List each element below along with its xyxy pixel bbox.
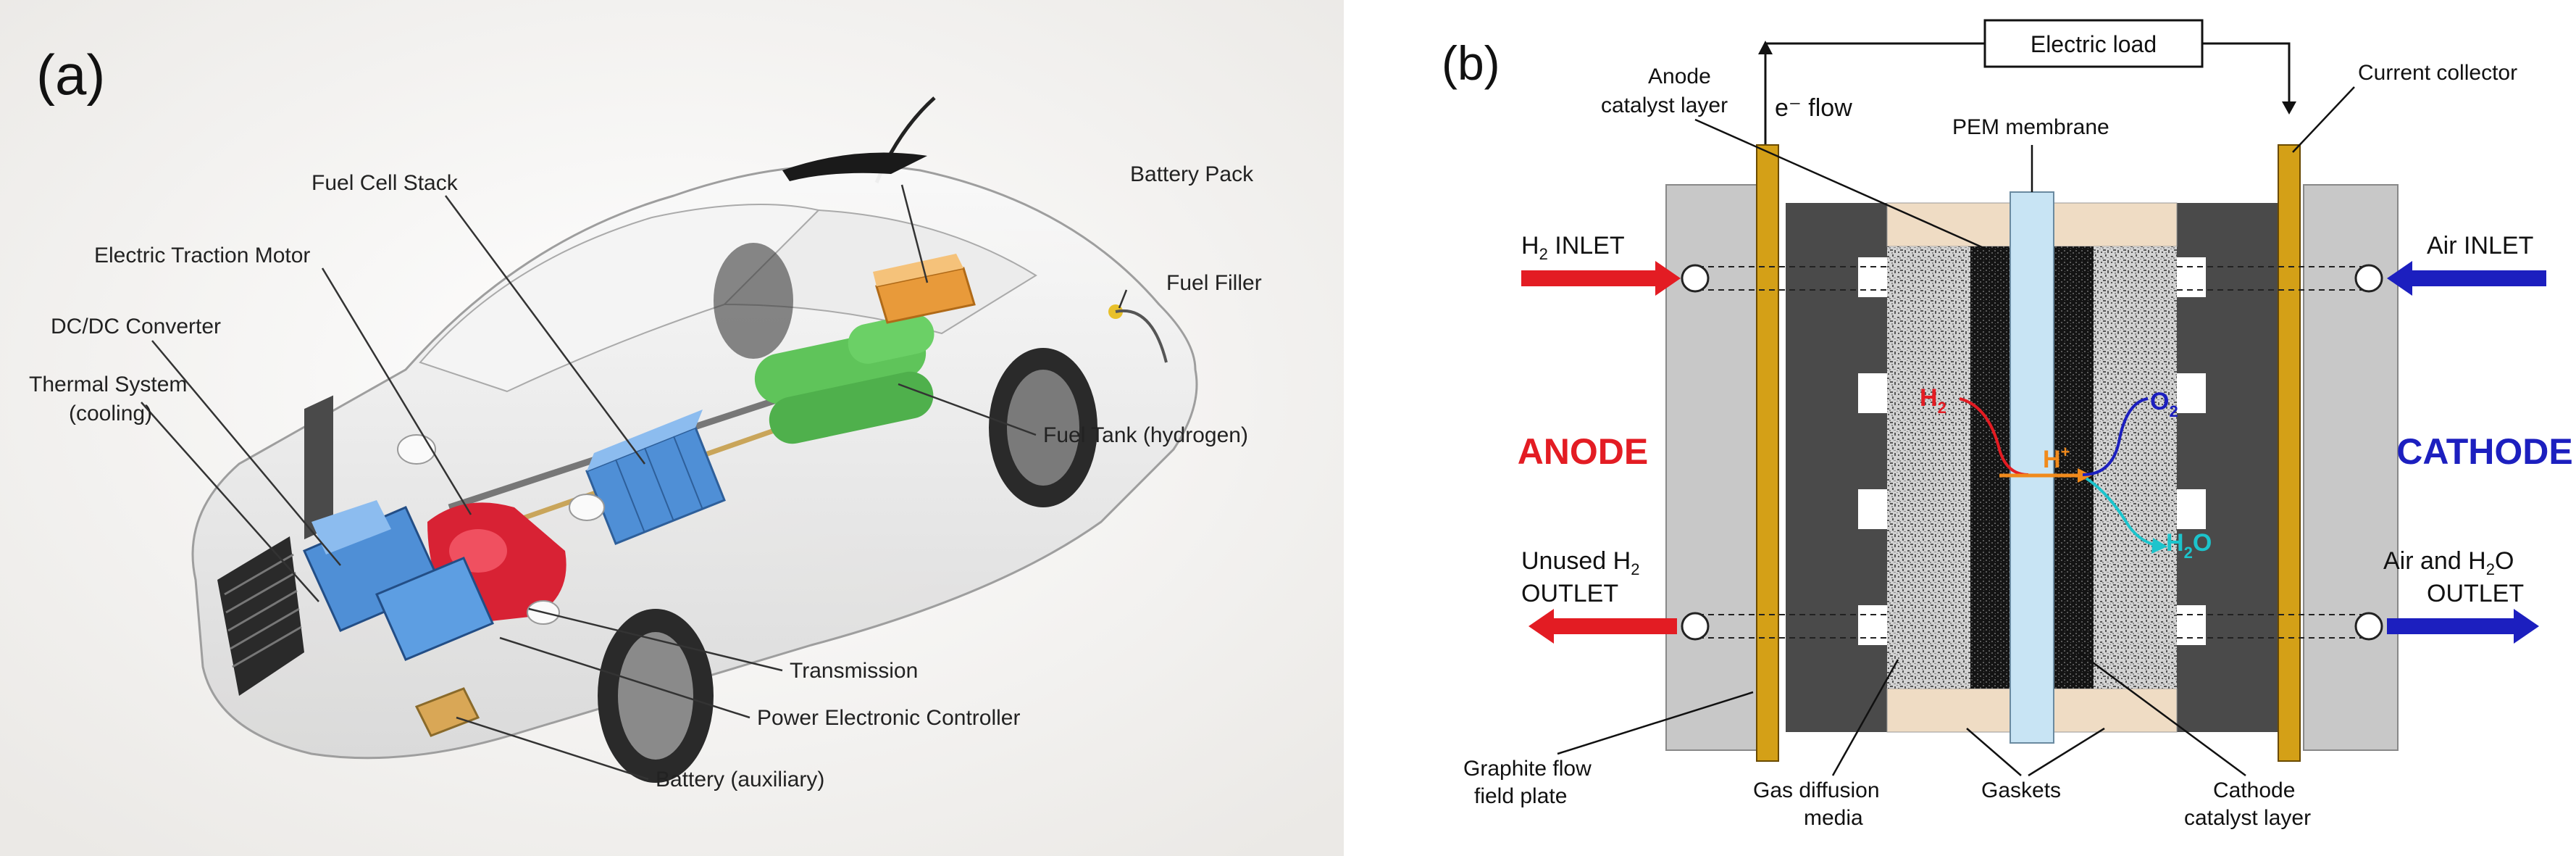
h2-inlet-label: H2 INLET <box>1521 232 1625 263</box>
unused-h2-label: Unused H2 <box>1521 547 1639 578</box>
air-inlet-label: Air INLET <box>2427 232 2533 259</box>
species-h-plus: H+ <box>2043 443 2070 473</box>
graphite-plate-label-2: field plate <box>1474 784 1567 808</box>
label-thermal-system-sub: (cooling) <box>69 402 152 425</box>
air-inlet-arrow <box>2387 261 2546 296</box>
gasket-cathode-bottom <box>2046 688 2178 733</box>
pem-membrane-label: PEM membrane <box>1952 115 2109 139</box>
gasket-anode-top <box>1886 202 2018 247</box>
graphite-plate-label-1: Graphite flow <box>1463 757 1592 781</box>
species-o2: O2 <box>2150 388 2178 420</box>
outlet-left-label: OUTLET <box>1521 580 1618 607</box>
traction-battery-graphic <box>303 500 494 661</box>
cathode-catalyst-label-2: catalyst layer <box>2184 806 2311 830</box>
panel-b-leader-lines <box>1557 86 2355 777</box>
battery-pack-graphic <box>873 254 976 324</box>
label-battery-pack: Battery Pack <box>1130 162 1254 186</box>
aux-battery-graphic <box>414 687 480 737</box>
label-fuel-tank: Fuel Tank (hydrogen) <box>1043 423 1248 447</box>
electric-load-box <box>1983 19 2204 68</box>
gas-diffusion-label-2: media <box>1804 806 1863 830</box>
end-plate-right <box>2303 184 2399 751</box>
label-battery-auxiliary: Battery (auxiliary) <box>656 768 824 791</box>
end-plate-left <box>1665 184 1761 751</box>
electric-load-label: Electric load <box>2031 31 2157 57</box>
gasket-anode-bottom <box>1886 688 2018 733</box>
panel-a-label: (a) <box>36 43 105 107</box>
anode-catalyst-label-2: catalyst layer <box>1601 94 1728 117</box>
h2-path <box>1959 397 2029 476</box>
pem-membrane <box>2010 191 2054 744</box>
e-flow-label: e⁻ flow <box>1775 94 1852 122</box>
gas-diffusion-label-1: Gas diffusion <box>1753 778 1880 802</box>
panel-b: (b) Electric load <box>1442 19 2573 830</box>
front-grille <box>217 536 304 696</box>
callout-lines <box>141 184 1128 781</box>
current-collector-cathode <box>2278 144 2301 762</box>
h2o-path <box>2085 477 2167 554</box>
species-h2: H2 <box>1920 384 1946 417</box>
label-transmission: Transmission <box>790 659 918 683</box>
flow-dashed-lines <box>1688 266 2376 639</box>
current-collector-label: Current collector <box>2358 61 2517 85</box>
anode-catalyst-layer <box>1970 246 2010 689</box>
current-collector-anode <box>1756 144 1779 762</box>
label-thermal-system: Thermal System <box>29 373 187 396</box>
air-outlet-arrow <box>2387 609 2539 644</box>
h2-inlet-arrow <box>1521 261 1681 296</box>
air-h2o-label: Air and H2O <box>2383 547 2514 578</box>
cathode-catalyst-layer <box>2054 246 2094 689</box>
species-h2o: H2O <box>2166 529 2212 562</box>
label-fuel-filler: Fuel Filler <box>1166 271 1262 295</box>
fuel-tank-graphic <box>754 314 934 444</box>
fuel-cell-stack-graphic <box>585 410 726 545</box>
anode-catalyst-label-1: Anode <box>1648 65 1711 88</box>
external-circuit: Electric load <box>1758 19 2296 152</box>
label-dcdc-converter: DC/DC Converter <box>51 315 221 338</box>
anode-title: ANODE <box>1518 431 1649 472</box>
o2-path <box>2082 397 2149 476</box>
label-electric-traction-motor: Electric Traction Motor <box>94 244 310 267</box>
panel-a: (a) <box>0 0 1344 856</box>
outlet-right-label: OUTLET <box>2427 580 2524 607</box>
gas-diffusion-anode <box>1887 246 1970 689</box>
cathode-title: CATHODE <box>2396 431 2573 472</box>
panel-b-label: (b) <box>1442 36 1500 90</box>
gasket-cathode-top <box>2046 202 2178 247</box>
h2-outlet-arrow <box>1529 609 1677 644</box>
label-power-electronic-controller: Power Electronic Controller <box>757 706 1020 730</box>
car-illustration <box>191 96 1198 783</box>
label-fuel-cell-stack: Fuel Cell Stack <box>311 171 459 195</box>
cathode-catalyst-label-1: Cathode <box>2213 778 2295 802</box>
flow-channels <box>1858 257 2206 645</box>
port-circles <box>1681 264 2383 641</box>
gaskets-label: Gaskets <box>1981 778 2061 802</box>
